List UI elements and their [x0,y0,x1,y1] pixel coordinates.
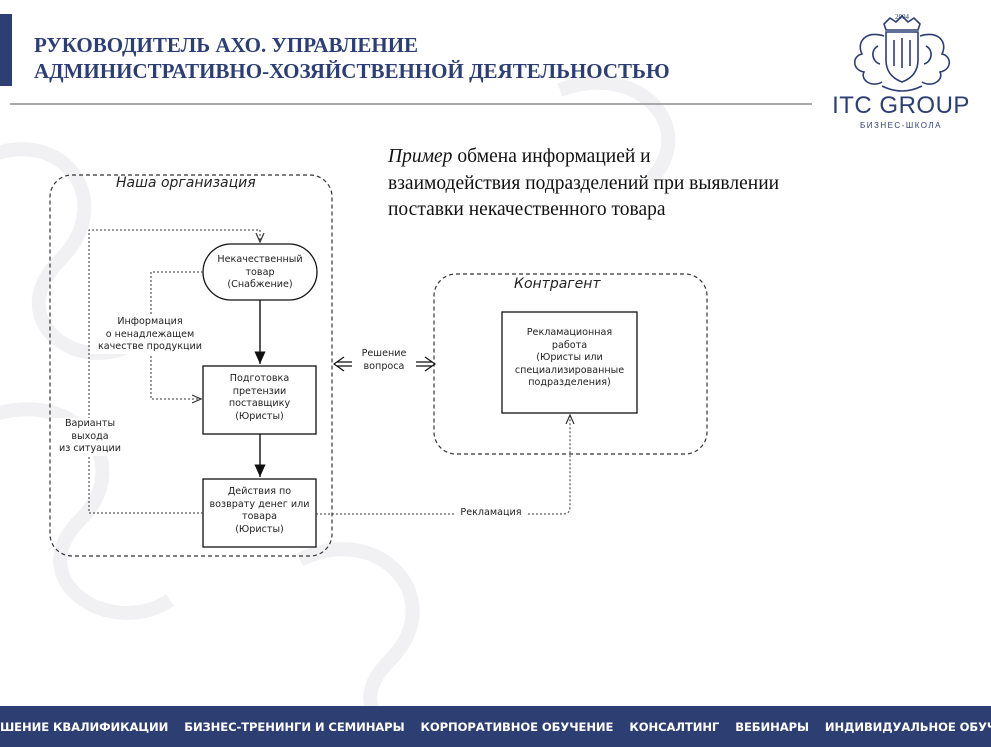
label-issue-resolution-line-2: вопроса [352,360,416,373]
footer-link-corporate[interactable]: КОРПОРАТИВНОЕ ОБУЧЕНИЕ [420,719,614,734]
label-reclamation: Рекламация [456,507,526,520]
label-exit-variants-line-2: выхода [71,430,109,442]
header-divider [10,103,812,105]
label-issue-resolution-line-1: Решение [352,348,416,361]
label-quality-information: Информация о ненадлежащем качестве проду… [90,316,210,354]
caption-italic: Пример [388,146,453,167]
node-refund-actions [202,478,317,548]
label-defective-goods-line-1: Некачественный [217,254,303,265]
label-refund-actions-line-2: возврату денег или [209,498,310,510]
flow-reclamation [316,415,570,515]
label-prepare-claim-line-3: поставщику [228,398,291,409]
group-contr-title: Контрагент [514,276,601,292]
label-quality-information-line-3: качестве продукции [97,341,203,352]
logo-name: ITC GROUP [832,92,970,119]
crest-icon [853,14,951,92]
page-title-line-2: АДМИНИСТРАТИВНО-ХОЗЯЙСТВЕННОЙ ДЕЯТЕЛЬНОС… [34,59,670,83]
label-refund-actions-line-4: (Юристы) [235,523,284,535]
label-defective-goods-line-3: (Снабжение) [227,279,293,290]
logo-subtitle: БИЗНЕС-ШКОЛА [859,121,942,130]
label-reclamation-work-line-1: Рекламационная [526,327,613,338]
label-reclamation-work-line-5: подразделения) [528,377,611,388]
group-our-organization [49,174,333,557]
itc-group-logo: 2004 [853,13,951,92]
label-quality-information-line-1: Информация [117,316,183,327]
label-issue-resolution: Решение вопроса [352,348,416,373]
label-refund-actions-line-1: Действия по [227,486,292,497]
label-quality-information-line-2: о ненадлежащем [105,328,195,340]
label-reclamation-work: Рекламационная работа (Юристы или специа… [502,327,637,390]
footer-link-qualification[interactable]: ПОВЫШЕНИЕ КВАЛИФИКАЦИИ [0,719,169,734]
label-exit-variants: Варианты выхода из ситуации [52,418,128,456]
page-title-line-1: РУКОВОДИТЕЛЬ АХО. УПРАВЛЕНИЕ [34,33,419,57]
label-exit-variants-line-1: Варианты [64,418,116,429]
footer-link-individual[interactable]: ИНДИВИДУАЛЬНОЕ ОБУЧЕНИЕ [824,719,991,734]
group-org-title: Наша организация [116,175,256,191]
flow-quality-information [150,271,203,399]
diagram-caption: Пример обмена информацией и взаимодейств… [388,144,888,224]
node-reclamation-work [501,311,638,414]
page-title: РУКОВОДИТЕЛЬ АХО. УПРАВЛЕНИЕ АДМИНИСТРАТ… [34,32,670,84]
label-reclamation-work-line-3: (Юристы или [536,352,603,363]
node-prepare-claim [202,365,317,435]
label-reclamation-work-line-4: специализированные [514,364,625,376]
footer-link-consulting[interactable]: КОНСАЛТИНГ [629,719,720,734]
label-refund-actions-line-3: товара [242,511,277,522]
caption-line-2: взаимодействия подразделений при выявлен… [388,172,780,194]
footer-link-trainings[interactable]: БИЗНЕС-ТРЕНИНГИ И СЕМИНАРЫ [184,719,405,734]
label-prepare-claim-line-2: претензии [232,385,287,397]
label-prepare-claim-line-4: (Юристы) [235,410,284,422]
caption-line-3: поставки некачественного товара [388,199,666,220]
footer-link-webinars[interactable]: ВЕБИНАРЫ [735,719,809,734]
label-defective-goods: Некачественный товар (Снабжение) [203,254,317,292]
label-reclamation-work-line-2: работа [551,339,588,351]
footer-nav: ПОВЫШЕНИЕ КВАЛИФИКАЦИИ БИЗНЕС-ТРЕНИНГИ И… [0,706,991,747]
label-prepare-claim: Подготовка претензии поставщику (Юристы) [203,373,316,423]
flow-exit-variants [88,229,260,514]
header-accent-bar [0,14,12,86]
label-defective-goods-line-2: товар [245,266,275,278]
caption-line-1: обмена информацией и [452,146,651,167]
label-prepare-claim-line-1: Подготовка [229,373,290,384]
label-refund-actions: Действия по возврату денег или товара (Ю… [203,486,316,536]
label-exit-variants-line-3: из ситуации [58,443,122,454]
